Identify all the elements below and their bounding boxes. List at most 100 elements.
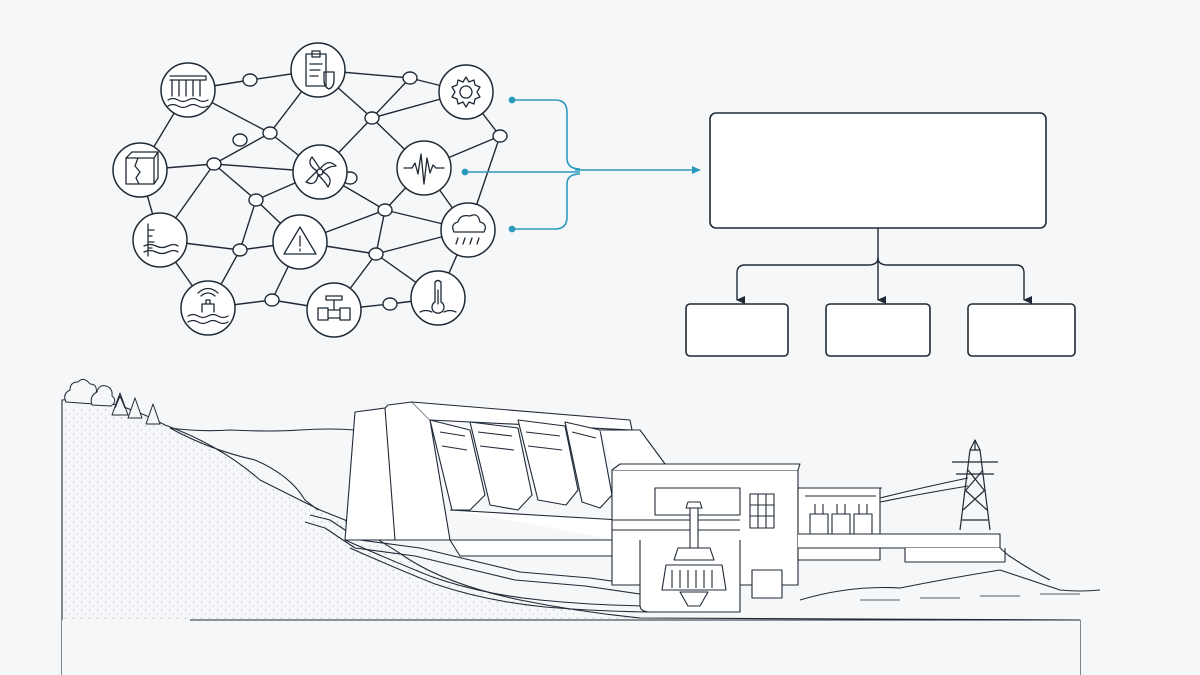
dam-node xyxy=(160,62,216,118)
child-box-left xyxy=(685,303,789,357)
connector-dot xyxy=(508,96,516,104)
spillway-bay xyxy=(469,421,533,511)
network-relay-nodes xyxy=(206,71,508,311)
gear-node xyxy=(438,64,494,120)
tree xyxy=(127,397,143,419)
clipboard-shield-node xyxy=(290,42,346,98)
tree-branch-right xyxy=(877,257,1032,304)
tailrace-gate xyxy=(751,569,783,599)
transformer xyxy=(809,513,829,535)
water-level-gauge-node xyxy=(132,212,188,268)
warning-node xyxy=(272,214,328,270)
gear-icon xyxy=(451,76,481,108)
hillside-trees xyxy=(64,378,161,425)
connector-dot xyxy=(508,225,516,233)
node-circle xyxy=(112,142,168,198)
flowchart xyxy=(685,112,1076,357)
generator-shaft xyxy=(689,507,699,549)
reservoir-bank xyxy=(169,427,319,511)
relay-node xyxy=(242,73,258,87)
node-circle xyxy=(440,202,496,258)
generator-unit xyxy=(661,501,727,607)
tailwater-waves xyxy=(860,593,1080,601)
connector-dot xyxy=(461,168,469,176)
switchyard-roof xyxy=(798,487,882,497)
relay-node xyxy=(377,203,393,217)
thermometer-node xyxy=(410,270,466,326)
penstock-channel-inner xyxy=(349,547,661,613)
spillway-gates xyxy=(441,445,563,451)
turbine-casing xyxy=(661,564,727,591)
water-level-gauge-icon xyxy=(143,223,179,257)
tree xyxy=(111,392,129,416)
node-circle xyxy=(396,140,452,196)
relay-node xyxy=(206,157,222,171)
dam-body xyxy=(344,401,669,557)
tree xyxy=(145,403,161,425)
transmission-tower xyxy=(952,439,998,531)
transformer-insulators xyxy=(814,504,868,514)
tailwater-surface xyxy=(799,569,1101,601)
relay-node xyxy=(232,243,248,257)
power-lines xyxy=(879,477,969,503)
structure-crack-icon xyxy=(125,151,159,185)
penstock-upper xyxy=(309,514,641,586)
tower-peak xyxy=(969,439,981,451)
connector-rain xyxy=(512,173,581,230)
sensor-network xyxy=(112,42,508,338)
turbine-runner xyxy=(679,591,709,607)
relay-node xyxy=(262,126,278,140)
turbine-blades xyxy=(671,570,713,588)
node-circle xyxy=(438,64,494,120)
structure-crack-node xyxy=(112,142,168,198)
seismic-wave-node xyxy=(396,140,452,196)
yard-deck xyxy=(798,533,1001,549)
powerhouse-window-grid xyxy=(750,494,774,528)
data-connectors xyxy=(461,96,701,233)
valve-node xyxy=(306,282,362,338)
child-box-right xyxy=(967,303,1076,357)
network-edge xyxy=(213,163,257,201)
penstock-channel xyxy=(344,539,661,607)
valve-icon xyxy=(317,295,351,321)
relay-node xyxy=(248,193,264,207)
rain-cloud-node xyxy=(440,202,496,258)
network-icon-nodes xyxy=(112,42,496,338)
relay-node xyxy=(232,133,248,147)
spillway-bay xyxy=(564,421,613,509)
spillway-gates xyxy=(439,431,597,439)
hillside-overlay xyxy=(62,620,1080,675)
transformer xyxy=(831,513,851,535)
powerhouse-floor xyxy=(612,519,740,531)
powerhouse-window xyxy=(749,493,775,529)
rain-cloud-icon xyxy=(452,214,486,245)
node-circle xyxy=(132,212,188,268)
node-circle xyxy=(292,144,348,200)
dam-apron xyxy=(449,509,621,540)
yard-deck-lower xyxy=(880,547,1006,563)
thermometer-icon xyxy=(419,279,457,314)
network-edge xyxy=(213,132,271,165)
relay-node xyxy=(368,247,384,261)
spillway-bay xyxy=(517,419,579,506)
turbine-icon xyxy=(305,156,337,188)
relay-node xyxy=(264,293,280,307)
water-sensor-node xyxy=(180,280,236,336)
relay-node xyxy=(382,297,398,311)
riverbank-right xyxy=(999,547,1051,581)
warning-icon xyxy=(283,226,317,255)
network-edge xyxy=(239,199,257,251)
dam-base xyxy=(449,539,631,557)
node-circle xyxy=(160,62,216,118)
water-sensor-icon xyxy=(187,287,229,325)
dam-scene xyxy=(61,378,1101,675)
clipboard-shield-icon xyxy=(305,50,335,90)
powerhouse-roof xyxy=(611,463,801,471)
dam-icon xyxy=(167,75,209,109)
dam-wall-face xyxy=(384,407,396,541)
relay-node xyxy=(364,111,380,125)
node-circle xyxy=(180,280,236,336)
network-edge xyxy=(375,209,386,255)
spillway-bay xyxy=(429,419,486,511)
child-box-middle xyxy=(825,303,931,357)
